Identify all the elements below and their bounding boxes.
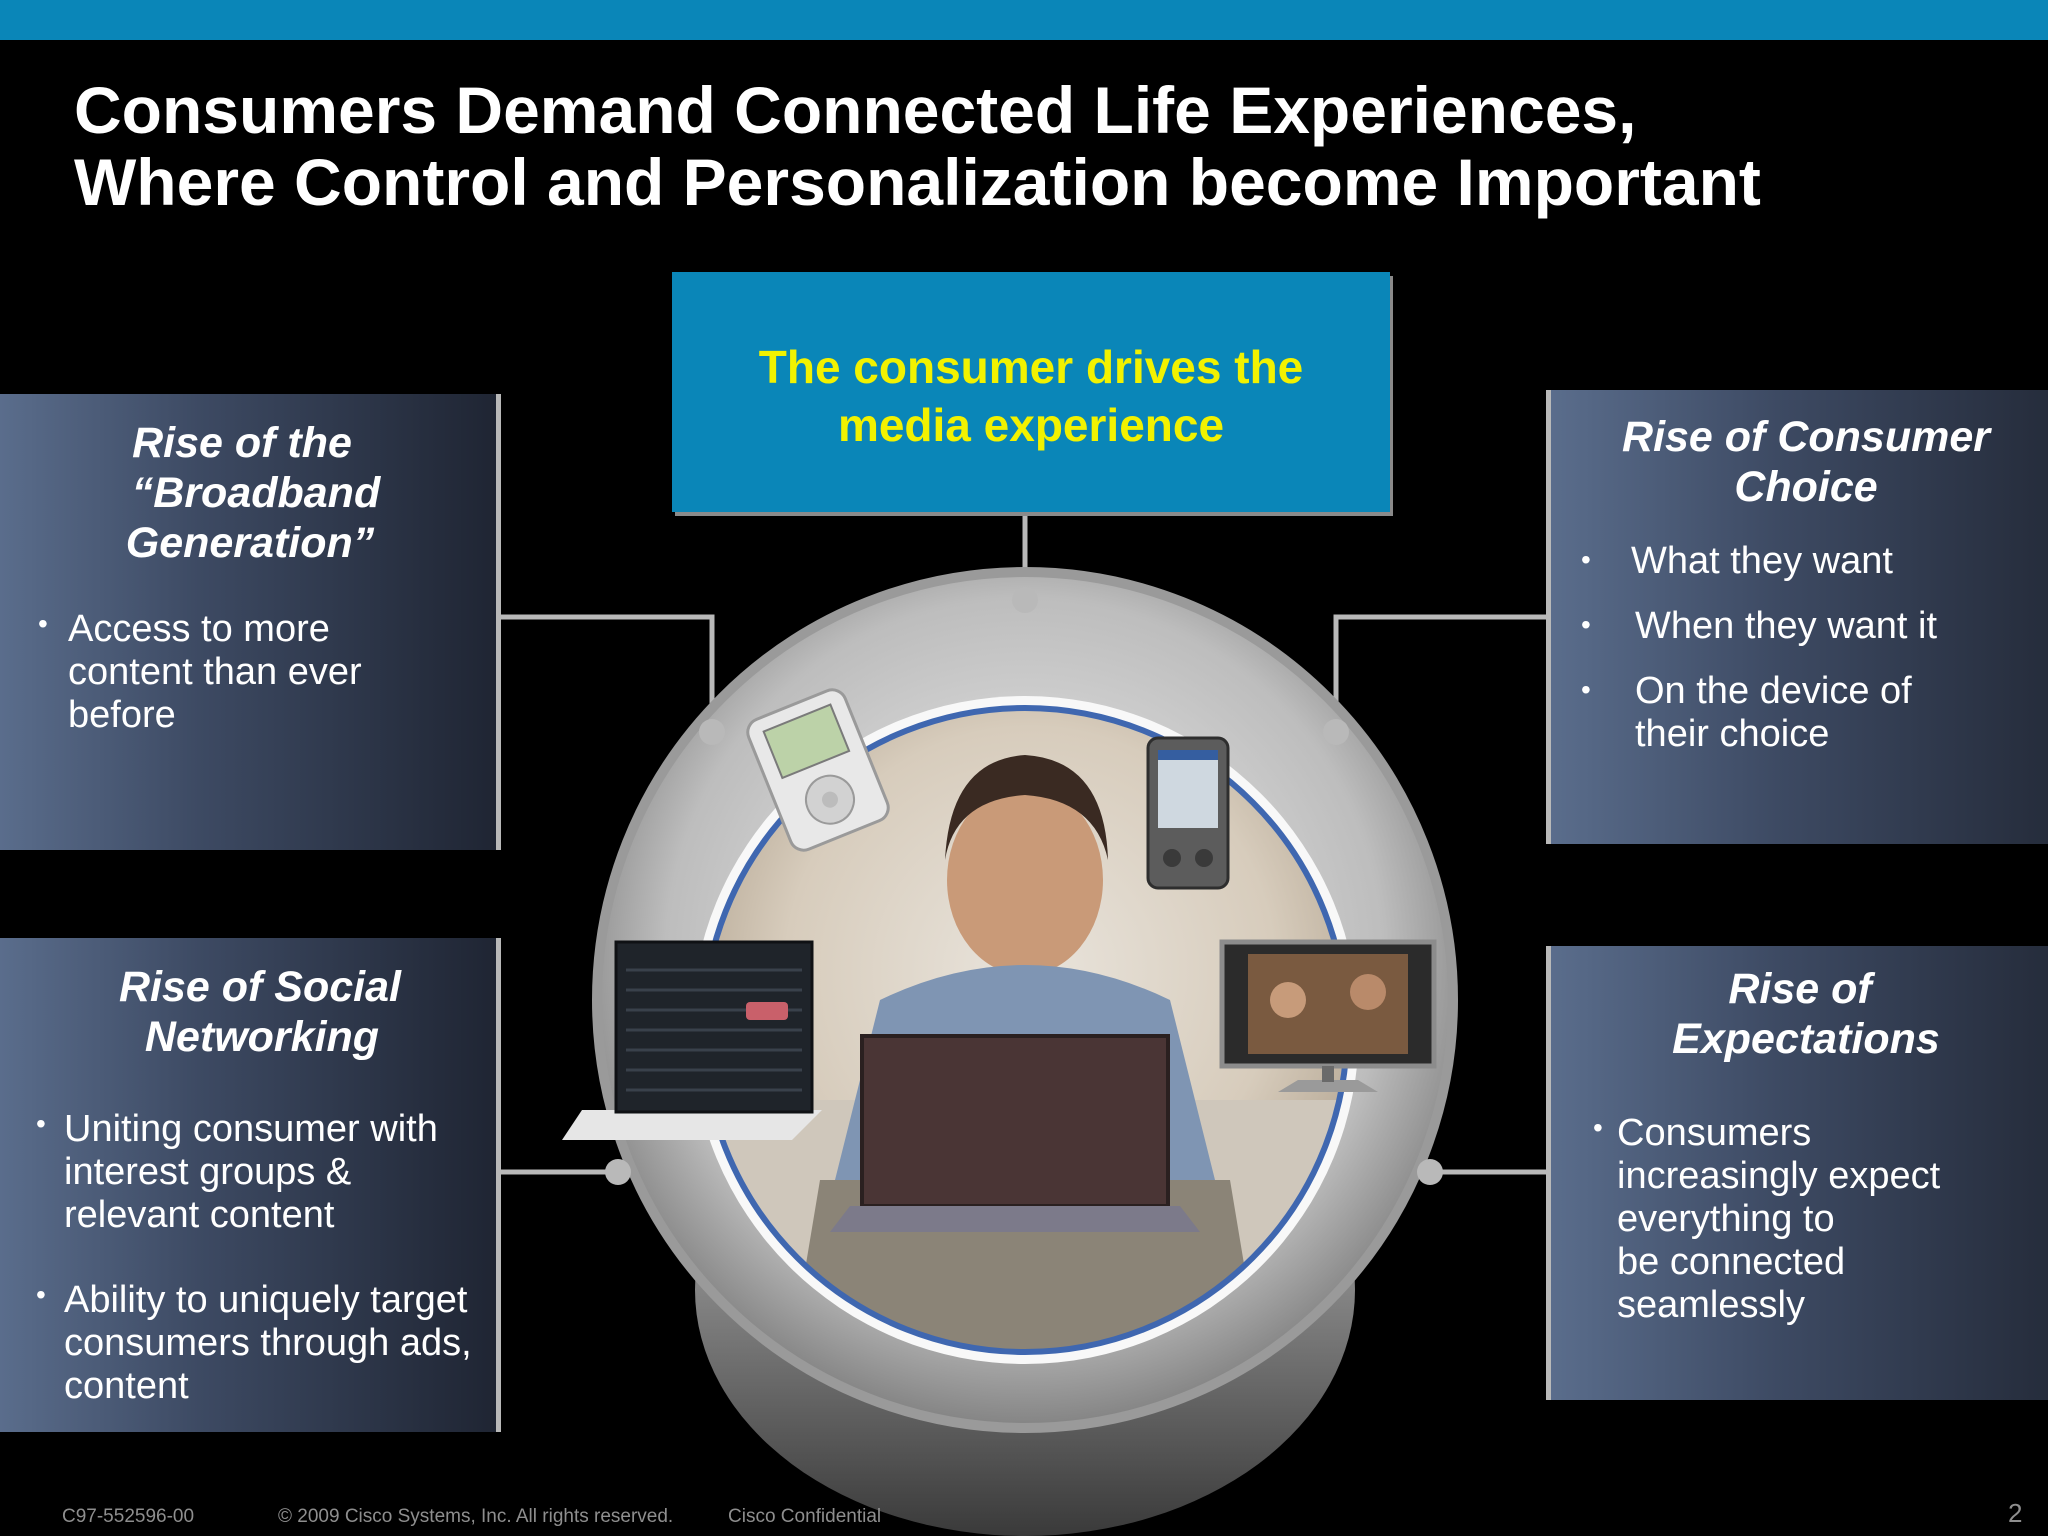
panel-consumer-choice: Rise of Consumer Choice • What they want…: [1546, 390, 2048, 844]
bullet-text-line: be connected: [1617, 1241, 1846, 1283]
panel-title-line: Generation”: [125, 519, 375, 567]
list-item: • What they want: [1581, 540, 2041, 583]
air-conditioner-icon: [562, 940, 822, 1140]
bullet-text-line: content: [64, 1365, 189, 1407]
bullet-icon: •: [38, 608, 48, 639]
panel-expectations-bullets: • Consumers increasingly expect everythi…: [1593, 1112, 2048, 1327]
top-accent-bar: [0, 0, 2048, 40]
bullet-text-line: Consumers: [1617, 1112, 1812, 1154]
bullet-text-line: content than ever: [68, 651, 362, 693]
bullet-text-line: everything to: [1617, 1198, 1835, 1240]
bullet-text-line: When they want it: [1635, 605, 1938, 647]
footer-copyright: © 2009 Cisco Systems, Inc. All rights re…: [278, 1506, 674, 1527]
bullet-icon: •: [1581, 609, 1591, 640]
bullet-text-line: increasingly expect: [1617, 1155, 1941, 1197]
panel-title-line: Choice: [1734, 463, 1878, 511]
footer-document-code: C97-552596-00: [62, 1506, 195, 1527]
panel-title-line: Networking: [144, 1013, 380, 1061]
panel-social-bullets: • Uniting consumer with interest groups …: [36, 1108, 492, 1408]
bullet-text-line: seamlessly: [1617, 1284, 1805, 1326]
footer-confidential: Cisco Confidential: [728, 1506, 882, 1527]
panel-social-title: Rise of Social Networking: [60, 962, 480, 1062]
connector-lines: [500, 512, 1548, 1175]
central-message-line1: The consumer drives the: [758, 341, 1304, 393]
bullet-text-line: relevant content: [64, 1194, 335, 1236]
panel-broadband-generation: Rise of the “Broadband Generation” • Acc…: [0, 394, 501, 850]
bullet-text-line: consumers through ads,: [64, 1322, 472, 1364]
laptop-screen: [860, 1034, 1170, 1208]
central-message-box: The consumer drives the media experience: [672, 272, 1390, 512]
slide-title-line1: Consumers Demand Connected Life Experien…: [74, 73, 1637, 147]
list-item: • On the device of their choice: [1581, 670, 2041, 756]
bullet-text-line: What they want: [1631, 540, 1893, 582]
panel-choice-title: Rise of Consumer Choice: [1571, 412, 2041, 512]
bullet-text-line: interest groups &: [64, 1151, 352, 1193]
connector-nodes: [605, 587, 1443, 1185]
slide-title: Consumers Demand Connected Life Experien…: [74, 74, 1974, 218]
bullet-icon: •: [1593, 1112, 1603, 1143]
panel-broadband-bullets: • Access to more content than ever befor…: [38, 608, 478, 737]
panel-broadband-title: Rise of the “Broadband Generation”: [60, 418, 440, 568]
slide-title-line2: Where Control and Personalization become…: [74, 145, 1761, 219]
bullet-icon: •: [1581, 674, 1591, 705]
bullet-text-line: Uniting consumer with: [64, 1108, 438, 1150]
panel-title-line: “Broadband: [131, 469, 381, 517]
laptop-base: [830, 1206, 1200, 1232]
bullet-icon: •: [1581, 544, 1591, 575]
panel-title-line: Expectations: [1672, 1015, 1940, 1063]
central-message-line2: media experience: [837, 399, 1225, 451]
bullet-text-line: On the device of: [1635, 670, 1912, 712]
panel-expectations: Rise of Expectations • Consumers increas…: [1546, 946, 2048, 1400]
flat-tv-icon: [1219, 939, 1437, 1092]
panel-social-networking: Rise of Social Networking • Uniting cons…: [0, 938, 501, 1432]
person-head: [947, 785, 1103, 975]
pda-icon: [1146, 736, 1230, 890]
bullet-icon: •: [36, 1108, 46, 1139]
bullet-icon: •: [36, 1279, 46, 1310]
bullet-text-line: their choice: [1635, 713, 1830, 755]
list-item: • When they want it: [1581, 605, 2041, 648]
panel-expectations-title: Rise of Expectations: [1571, 964, 2041, 1064]
list-item: • Uniting consumer with interest groups …: [36, 1108, 492, 1237]
bullet-text-line: Access to more: [68, 608, 330, 650]
page-number: 2: [2008, 1498, 2023, 1528]
panel-choice-bullets: • What they want • When they want it • O…: [1581, 540, 2041, 756]
panel-title-line: Rise of Social: [119, 963, 401, 1011]
mp3-player-icon: [746, 688, 890, 852]
bullet-text-line: Ability to uniquely target: [64, 1279, 468, 1321]
list-item: • Consumers increasingly expect everythi…: [1593, 1112, 2048, 1327]
list-item: • Ability to uniquely target consumers t…: [36, 1279, 492, 1408]
list-item: • Access to more content than ever befor…: [38, 608, 478, 737]
panel-title-line: Rise of: [1728, 965, 1872, 1013]
central-message: The consumer drives the media experience: [701, 338, 1361, 454]
panel-title-line: Rise of the: [132, 419, 352, 467]
panel-title-line: Rise of Consumer: [1622, 413, 1990, 461]
bullet-text-line: before: [68, 694, 176, 736]
